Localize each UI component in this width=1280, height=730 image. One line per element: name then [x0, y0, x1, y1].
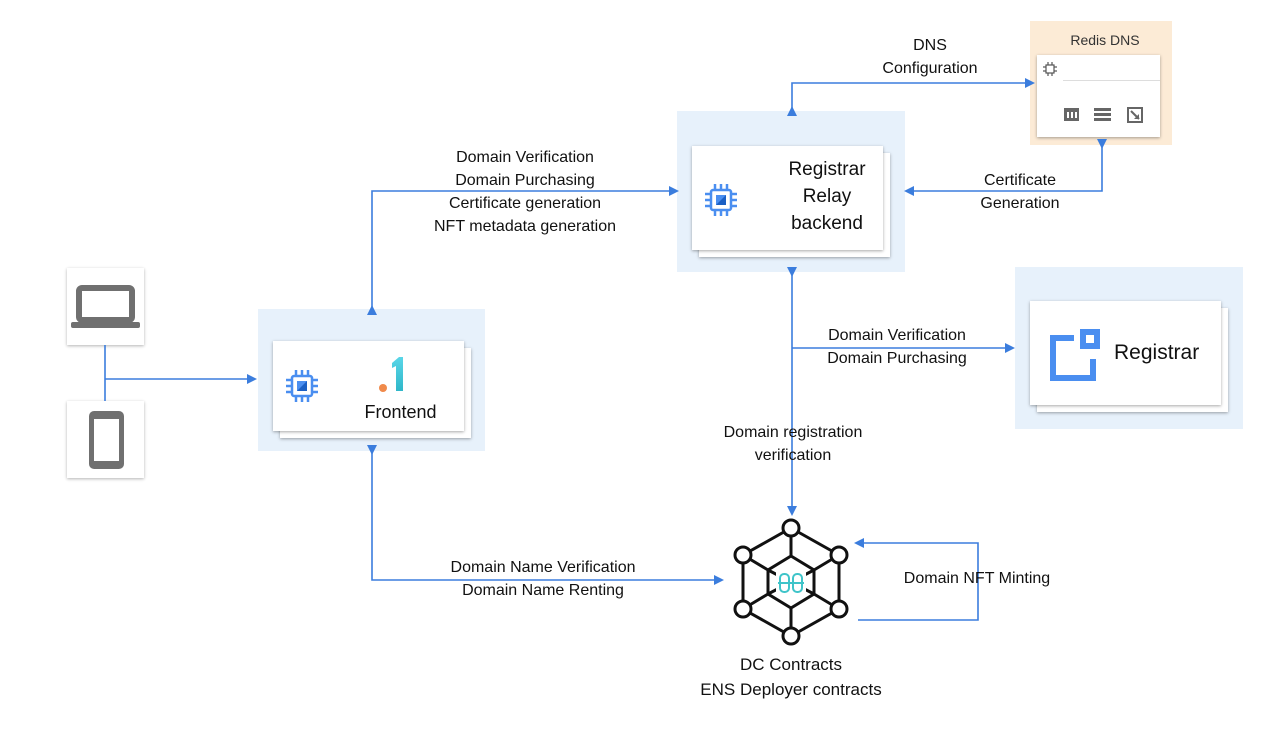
frontend-backend-line4: NFT metadata generation [433, 218, 617, 235]
registrar-label: Registrar [1114, 341, 1200, 364]
scale-icon [1127, 107, 1143, 123]
blockchain-network-icon [733, 518, 849, 646]
frontend-backend-line1: Domain Verification [456, 149, 594, 166]
backend-registrar-line2: Domain Purchasing [827, 350, 967, 367]
frontend-contracts-line1: Domain Name Verification [450, 559, 636, 576]
registrar-card: Registrar [1030, 301, 1221, 405]
phone-icon [89, 411, 124, 469]
frontend-backend-line2: Domain Purchasing [455, 172, 595, 189]
dns-config-label: DNS Configuration [830, 34, 1030, 80]
registration-verification-line2: verification [754, 447, 832, 464]
cert-generation-arrow [904, 139, 1107, 196]
dot-one-logo-icon [379, 357, 403, 392]
phone-device [67, 401, 144, 478]
backend-registrar-label: Domain Verification Domain Purchasing [797, 324, 997, 370]
cert-generation-line1: Certificate [983, 172, 1057, 189]
nft-minting-label: Domain NFT Minting [877, 567, 1077, 590]
frontend-backend-line3: Certificate generation [448, 195, 602, 212]
backend-registrar-line1: Domain Verification [828, 327, 966, 344]
frontend-backend-arrow [367, 186, 679, 315]
frontend-label: Frontend [364, 402, 437, 422]
contracts-label: DC Contracts ENS Deployer contracts [661, 652, 921, 702]
cert-generation-label: Certificate Generation [950, 169, 1090, 215]
registrar-logo-icon [1050, 329, 1100, 381]
frontend-contracts-arrow [367, 445, 724, 585]
laptop-icon [71, 285, 140, 328]
backend-label-line2: Relay [802, 186, 852, 207]
redis-chip-icon [1043, 62, 1057, 76]
laptop-device [67, 268, 144, 345]
registration-verification-label: Domain registration verification [683, 421, 903, 467]
backend-label-line3: backend [791, 213, 863, 234]
contracts-label-line1: DC Contracts [739, 655, 843, 674]
registration-verification-line1: Domain registration [723, 424, 863, 441]
redis-title: Redis DNS [1070, 32, 1140, 48]
compute-chip-icon [705, 184, 737, 216]
backend-label-line1: Registrar [788, 159, 866, 180]
frontend-contracts-label: Domain Name Verification Domain Name Ren… [413, 556, 673, 602]
frontend-card: Frontend [273, 341, 464, 431]
cert-generation-line2: Generation [980, 195, 1060, 212]
redis-card [1037, 55, 1160, 137]
contracts-label-line2: ENS Deployer contracts [700, 680, 882, 699]
frontend-backend-label: Domain Verification Domain Purchasing Ce… [385, 146, 665, 238]
frontend-contracts-line2: Domain Name Renting [462, 582, 624, 599]
compute-chip-icon [286, 370, 318, 402]
redis-divider [1063, 80, 1160, 81]
dns-config-line2: Configuration [882, 60, 978, 77]
memory-icon [1064, 108, 1079, 121]
dns-config-arrow [787, 78, 1035, 116]
nft-minting-line1: Domain NFT Minting [903, 570, 1051, 587]
nft-minting-loop-arrow [854, 538, 979, 621]
dns-config-line1: DNS [913, 37, 947, 54]
backend-label: Registrar Relay backend [772, 156, 882, 237]
backend-card: Registrar Relay backend [692, 146, 883, 250]
storage-icon [1094, 108, 1111, 121]
